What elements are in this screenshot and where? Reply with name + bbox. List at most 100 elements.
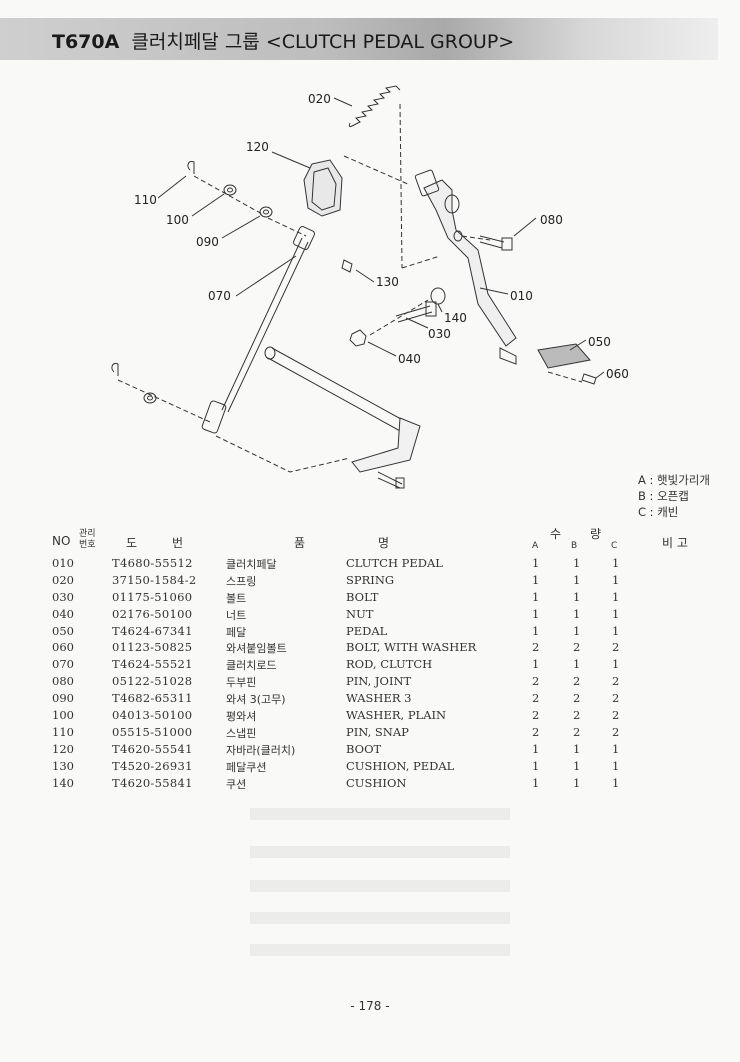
col-drawing-2: 번 bbox=[172, 536, 184, 550]
ref-number: 110 bbox=[52, 724, 74, 739]
spring-020-drawing bbox=[348, 85, 401, 128]
part-name-korean: 클러치로드 bbox=[226, 659, 277, 673]
model-code: T670A bbox=[52, 31, 120, 53]
shaft-drawing bbox=[267, 347, 411, 433]
qty-c: 2 bbox=[612, 640, 620, 655]
part-number: T4680-55512 bbox=[112, 556, 193, 570]
faint-bleedthrough bbox=[250, 808, 510, 820]
part-name-korean: 페달쿠션 bbox=[226, 760, 267, 774]
qty-c: 1 bbox=[612, 572, 620, 587]
part-name-korean: 클러치페달 bbox=[226, 558, 277, 571]
diagram-label: 110 bbox=[134, 193, 157, 207]
qty-a: 1 bbox=[532, 606, 540, 621]
qty-a: 2 bbox=[532, 724, 540, 739]
legend-item: C : 캐빈 bbox=[638, 505, 679, 519]
qty-c: 1 bbox=[612, 556, 620, 570]
diagram-label: 010 bbox=[510, 289, 533, 303]
part-name-english: NUT bbox=[346, 606, 374, 621]
ref-number: 140 bbox=[52, 775, 74, 790]
diagram-label: 040 bbox=[398, 352, 421, 366]
ref-number: 130 bbox=[52, 758, 74, 773]
clutch-pedal-010-drawing bbox=[423, 179, 517, 347]
part-name-korean: 페달 bbox=[226, 625, 247, 639]
part-name-english: PEDAL bbox=[346, 623, 388, 638]
qty-a: 1 bbox=[532, 589, 540, 604]
ref-number: 010 bbox=[52, 556, 74, 570]
part-name-english: CUSHION bbox=[346, 775, 407, 790]
qty-c: 2 bbox=[612, 708, 620, 723]
col-qty-a: A bbox=[532, 541, 539, 551]
part-number: 02176-50100 bbox=[112, 606, 193, 621]
qty-b: 2 bbox=[573, 724, 581, 739]
part-name-korean: 스냅핀 bbox=[226, 726, 257, 740]
part-number: T4620-55541 bbox=[112, 741, 193, 756]
qty-c: 2 bbox=[612, 724, 620, 739]
diagram-label: 090 bbox=[196, 235, 219, 249]
part-name-english: BOOT bbox=[346, 741, 382, 756]
exploded-parts-diagram: 020 120 110 100 090 080 130 070 010 140 … bbox=[111, 85, 629, 489]
faint-bleedthrough bbox=[250, 912, 510, 924]
col-name-2: 명 bbox=[378, 536, 390, 550]
qty-b: 1 bbox=[573, 589, 581, 604]
part-name-english: WASHER, PLAIN bbox=[346, 708, 447, 723]
part-name-english: PIN, SNAP bbox=[346, 724, 409, 739]
diagram-label: 080 bbox=[540, 213, 563, 227]
part-name-english: PIN, JOINT bbox=[346, 674, 412, 689]
ref-number: 050 bbox=[52, 623, 74, 638]
qty-a: 1 bbox=[532, 775, 540, 790]
ref-number: 020 bbox=[52, 572, 74, 587]
part-name-english: CLUTCH PEDAL bbox=[346, 556, 443, 570]
qty-a: 1 bbox=[532, 572, 540, 587]
part-name-korean: 볼트 bbox=[226, 591, 247, 605]
qty-b: 2 bbox=[573, 691, 581, 706]
header-band bbox=[0, 18, 718, 60]
part-number: 04013-50100 bbox=[112, 708, 193, 723]
qty-c: 2 bbox=[612, 691, 620, 706]
qty-a: 1 bbox=[532, 741, 540, 756]
part-number: 37150-1584-2 bbox=[112, 572, 197, 587]
qty-c: 1 bbox=[612, 589, 620, 604]
qty-b: 2 bbox=[573, 674, 581, 689]
diagram-label: 020 bbox=[308, 92, 331, 106]
part-name-korean: 스프링 bbox=[226, 574, 257, 588]
qty-a: 1 bbox=[532, 657, 540, 672]
ref-number: 100 bbox=[52, 708, 74, 723]
qty-c: 2 bbox=[612, 674, 620, 689]
col-no: NO bbox=[52, 534, 71, 548]
part-name-english: WASHER 3 bbox=[346, 691, 412, 706]
qty-b: 1 bbox=[573, 606, 581, 621]
part-number: T4682-65311 bbox=[112, 691, 193, 706]
ref-number: 030 bbox=[52, 589, 74, 604]
qty-b: 1 bbox=[573, 657, 581, 672]
qty-a: 1 bbox=[532, 758, 540, 773]
diagram-label: 060 bbox=[606, 367, 629, 381]
part-name-korean: 쿠션 bbox=[226, 777, 247, 791]
col-mgmt-1: 관리 bbox=[79, 529, 96, 539]
part-name-korean: 두부핀 bbox=[226, 676, 257, 690]
qty-c: 1 bbox=[612, 741, 620, 756]
rod-070-drawing bbox=[221, 237, 309, 413]
pedal-pad-050-drawing bbox=[537, 343, 591, 369]
part-name-english: BOLT, WITH WASHER bbox=[346, 640, 477, 655]
part-number: 01123-50825 bbox=[112, 640, 193, 655]
faint-bleedthrough bbox=[250, 880, 510, 892]
parts-table: 010 T4680-55512 클러치페달 CLUTCH PEDAL 1 1 1 020 371… bbox=[0, 556, 740, 792]
ref-number: 040 bbox=[52, 606, 74, 621]
part-number: T4624-55521 bbox=[112, 657, 193, 672]
qty-c: 1 bbox=[612, 775, 620, 790]
page-title: T670A 클러치페달 그룹 <CLUTCH PEDAL GROUP> bbox=[52, 27, 514, 54]
part-name-english: SPRING bbox=[346, 572, 395, 587]
part-name-korean: 와셔붙임볼트 bbox=[226, 642, 287, 656]
part-name-english: CUSHION, PEDAL bbox=[346, 758, 455, 773]
part-name-korean: 와셔 3(고무) bbox=[226, 693, 286, 707]
qty-b: 1 bbox=[573, 623, 581, 638]
model-legend: A : 햇빛가리개 B : 오픈캡 C : 캐빈 bbox=[638, 472, 710, 520]
